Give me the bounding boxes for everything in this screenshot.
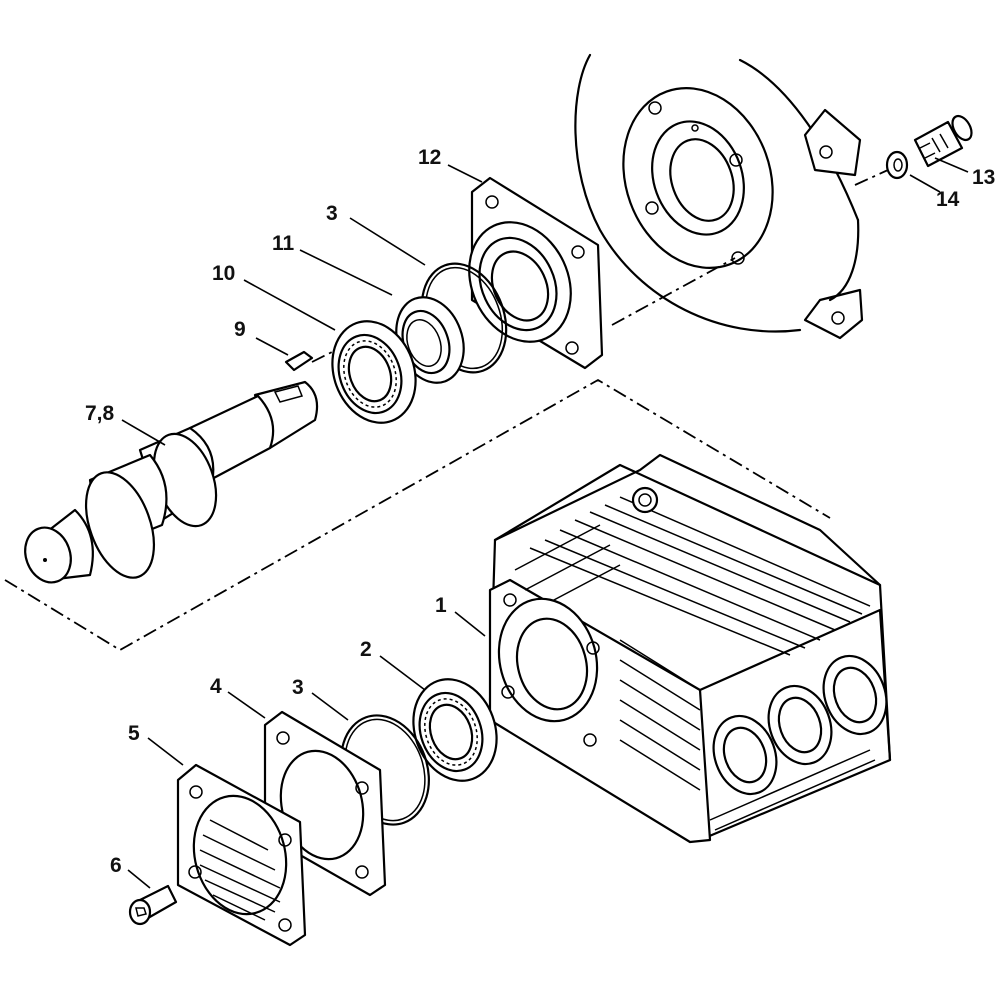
callout-labels: 1 2 3 4 5 6 7,8 9 10 11 3 12 13 14 [85, 146, 995, 877]
cap-screw-6 [128, 884, 178, 926]
callout-3-upper: 3 [326, 202, 338, 225]
crankcase-1 [488, 453, 892, 844]
callout-13: 13 [972, 166, 995, 189]
callout-3-lower: 3 [292, 676, 304, 699]
screw-13 [913, 114, 973, 168]
callout-11: 11 [272, 232, 295, 255]
callout-2: 2 [360, 638, 372, 661]
callout-9: 9 [234, 318, 246, 341]
cover-plate-5 [176, 763, 307, 947]
callout-14: 14 [936, 188, 960, 211]
ball-bearing-10 [331, 320, 417, 424]
key-9 [284, 350, 314, 372]
callout-7-8: 7,8 [85, 402, 115, 425]
callout-4: 4 [210, 675, 222, 698]
washer-14 [885, 150, 909, 180]
callout-1: 1 [435, 594, 447, 617]
motor-flange [574, 53, 864, 340]
callout-5: 5 [128, 722, 140, 745]
ball-bearing-2 [412, 678, 498, 782]
bearing-flange-12 [468, 176, 604, 370]
callout-6: 6 [110, 854, 122, 877]
callout-12: 12 [418, 146, 441, 169]
cooling-fins [514, 496, 871, 791]
leader-lines [121, 157, 969, 889]
crankshaft-7-8 [24, 380, 319, 584]
callout-10: 10 [212, 262, 235, 285]
assembly-lines [4, 169, 889, 652]
